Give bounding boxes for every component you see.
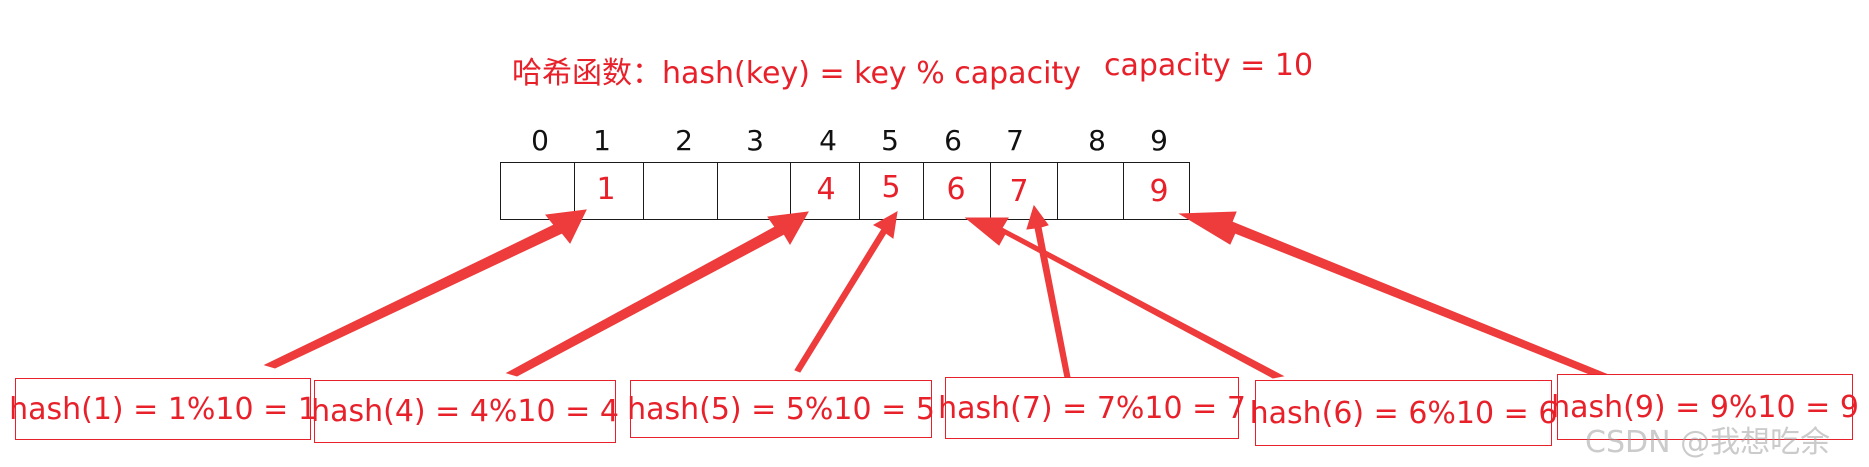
watermark: CSDN @我想吃余: [1585, 425, 1831, 460]
index-label: 0: [531, 124, 549, 157]
arrow-hash1-to-cell1: [263, 209, 587, 369]
index-label: 8: [1088, 124, 1106, 157]
index-label: 2: [675, 124, 693, 157]
index-label: 7: [1006, 124, 1024, 157]
index-label: 1: [593, 124, 611, 157]
array-cell-5: [859, 162, 924, 220]
arrow-hash9-to-cell9: [1178, 211, 1608, 378]
cell-value-9: 9: [1149, 174, 1169, 209]
arrow-hash4-to-cell4: [505, 211, 809, 377]
index-label: 5: [881, 124, 899, 157]
hash-box-7: hash(7) = 7%10 = 7: [938, 377, 1246, 439]
index-label: 6: [944, 124, 962, 157]
cell-value-5: 5: [881, 170, 901, 205]
hash-label: hash(5) = 5%10 = 5: [627, 391, 935, 427]
array-cell-3: [717, 162, 791, 220]
cell-value-4: 4: [816, 172, 836, 207]
hash-box-4: hash(4) = 4%10 = 4: [311, 380, 619, 443]
index-label: 3: [746, 124, 764, 157]
hash-label: hash(1) = 1%10 = 1: [9, 391, 317, 427]
hash-box-5: hash(5) = 5%10 = 5: [627, 380, 935, 438]
hash-box-9: hash(9) = 9%10 = 9: [1551, 374, 1859, 440]
hash-box-1: hash(1) = 1%10 = 1: [9, 378, 317, 440]
capacity-label: capacity = 10: [1104, 48, 1314, 83]
arrow-hash5-to-cell5: [794, 211, 898, 373]
arrow-hash7-to-cell7: [1026, 204, 1071, 379]
array-cell-7: [990, 162, 1058, 220]
cell-value-7: 7: [1009, 174, 1029, 209]
cell-value-1: 1: [596, 172, 616, 207]
array-cell-9: [1123, 162, 1190, 220]
array-cell-4: [790, 162, 860, 220]
hash-label: hash(4) = 4%10 = 4: [311, 394, 619, 429]
hash-function-title: 哈希函数：hash(key) = key % capacity: [512, 56, 1081, 91]
hash-label: hash(6) = 6%10 = 6: [1249, 395, 1558, 431]
array-cell-8: [1057, 162, 1124, 220]
hash-label: hash(7) = 7%10 = 7: [938, 390, 1246, 426]
arrow-hash6-to-cell6: [964, 217, 1285, 379]
hash-label: hash(9) = 9%10 = 9: [1551, 389, 1859, 425]
hash-box-6: hash(6) = 6%10 = 6: [1250, 380, 1557, 446]
index-label: 9: [1150, 124, 1168, 157]
cell-value-6: 6: [946, 172, 966, 207]
index-label: 4: [819, 124, 837, 157]
